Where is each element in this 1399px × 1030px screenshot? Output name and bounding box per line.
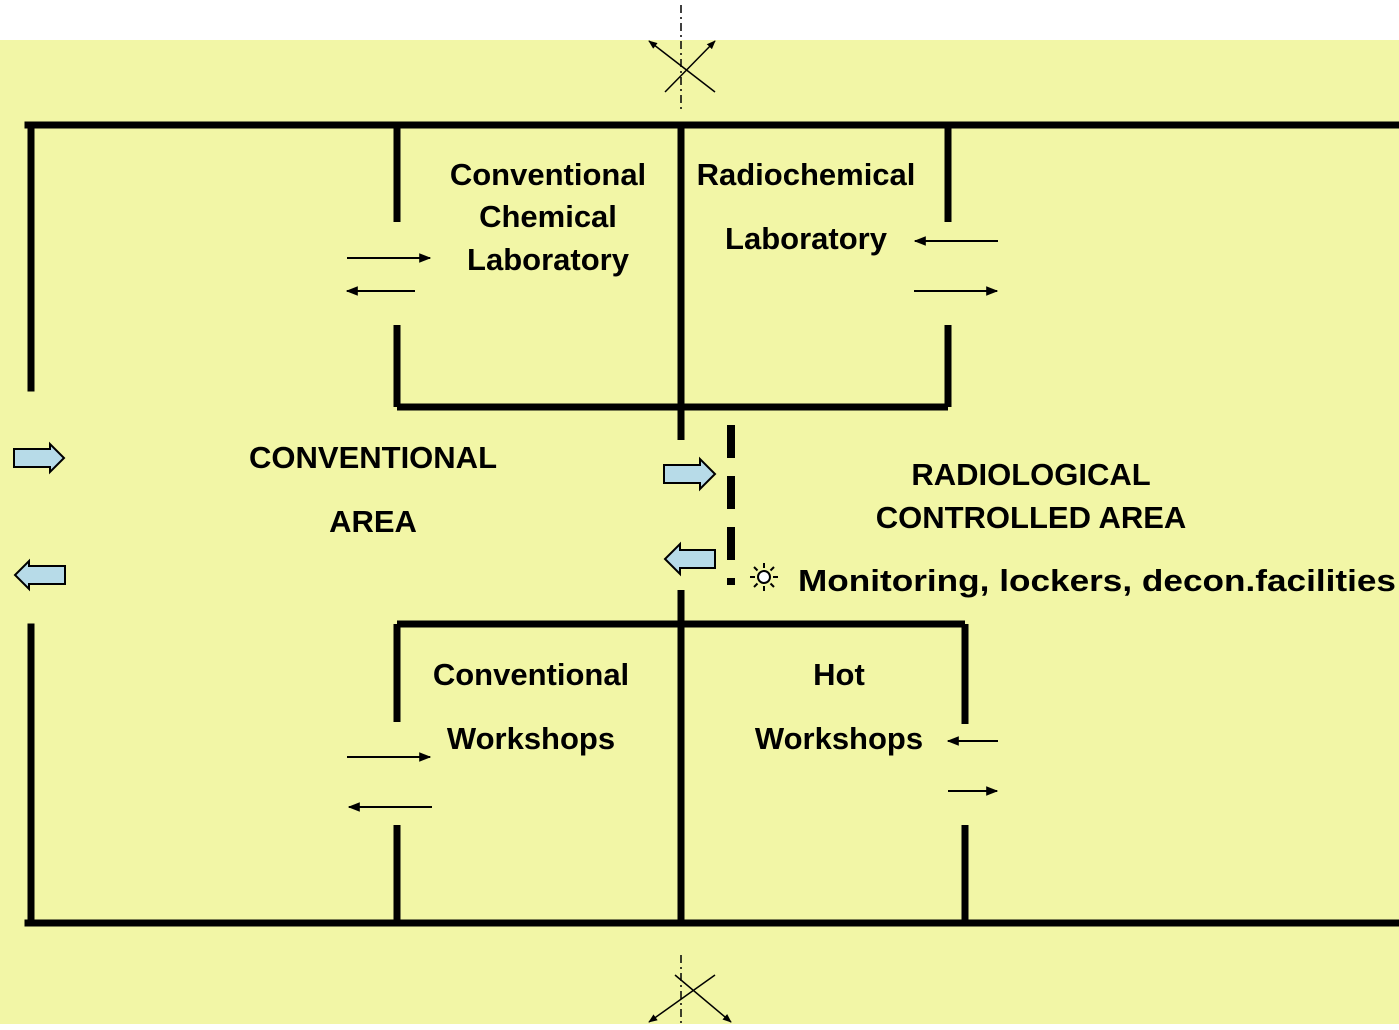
radiochemical-lab-label-2: Laboratory [725, 221, 888, 256]
conventional-area-label-1: CONVENTIONAL [249, 440, 497, 475]
top-crossed-arrows-icon [648, 40, 716, 93]
block-arrow-left-icon [663, 541, 716, 577]
radiological-area-label-1: RADIOLOGICAL [911, 457, 1150, 492]
outer-walls [24, 121, 1399, 927]
block-arrow-right-icon [13, 441, 66, 475]
conventional-chemical-lab-label-3: Laboratory [467, 242, 630, 277]
checkpoint-label: Monitoring, lockers, decon.facilities [798, 563, 1396, 598]
hot-workshops-label-2: Workshops [755, 721, 923, 756]
bottom-crossed-arrows-icon [648, 974, 732, 1023]
conventional-workshops-label-1: Conventional [433, 657, 629, 692]
radiological-area-label-2: CONTROLLED AREA [876, 500, 1187, 535]
workshop-walls [393, 620, 969, 923]
block-arrow-left-icon [13, 558, 66, 592]
conventional-chemical-lab-label-1: Conventional [450, 157, 646, 192]
diagram-background [0, 40, 1399, 1024]
block-arrow-right-icon [663, 456, 717, 492]
radiochemical-lab-label-1: Radiochemical [697, 157, 916, 192]
conventional-workshops-label-2: Workshops [447, 721, 615, 756]
hot-workshops-label-1: Hot [813, 657, 865, 692]
door-arrows [345, 236, 999, 812]
laboratory-walls [393, 125, 952, 411]
conventional-chemical-lab-label-2: Chemical [479, 199, 617, 234]
sun-icon [750, 563, 778, 591]
conventional-area-label-2: AREA [329, 504, 417, 539]
block-arrows [13, 441, 717, 592]
